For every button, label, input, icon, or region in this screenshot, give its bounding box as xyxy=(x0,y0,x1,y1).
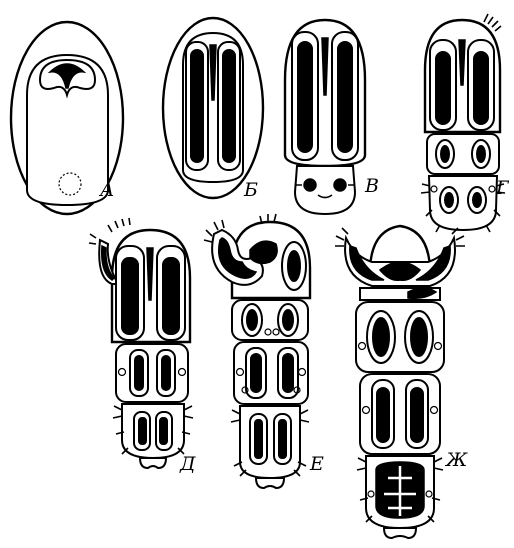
stage-zh-seg2-right xyxy=(411,318,427,356)
stage-b-left-band xyxy=(191,50,203,162)
stage-e-seg2-left xyxy=(247,310,257,330)
stage-g-seg2-right xyxy=(477,146,485,162)
stage-zh: Ж xyxy=(335,226,468,538)
stage-d-seg2-right xyxy=(162,356,170,390)
label-d: Д xyxy=(179,453,196,475)
stage-d-seg3-right xyxy=(160,418,167,444)
stage-zh-seg3-right xyxy=(411,388,423,442)
label-zh: Ж xyxy=(444,449,468,471)
stage-e-seg4-left xyxy=(255,420,262,458)
stage-v-tail-segment xyxy=(295,166,355,214)
stage-d-left-band xyxy=(122,258,138,334)
stage-v: В xyxy=(285,20,379,214)
stage-v-left-spot xyxy=(304,179,316,191)
stage-e-seg3-left xyxy=(251,354,261,392)
stage-d-tail-tip xyxy=(140,458,166,468)
stage-v-left-band xyxy=(298,42,312,152)
stage-d-segment-2 xyxy=(116,344,188,402)
label-b: Б xyxy=(243,179,258,201)
stage-b: Б xyxy=(163,18,263,201)
stage-v-right-band xyxy=(338,42,352,152)
stage-e-seg4-right xyxy=(279,420,286,458)
stage-d: Д xyxy=(89,218,196,475)
stage-a: А xyxy=(11,22,123,214)
stage-g-right-band xyxy=(474,52,488,124)
stage-d-segment-3 xyxy=(122,404,184,458)
stage-e: Е xyxy=(204,214,324,488)
stage-zh-tail-tip xyxy=(384,528,416,538)
stage-g-seg3-left xyxy=(445,193,453,207)
stage-e-seg2-right xyxy=(283,310,293,330)
stage-zh-seg2-left xyxy=(373,318,389,356)
stage-d-seg3-left xyxy=(139,418,146,444)
stage-e-seg3-right xyxy=(283,354,293,392)
stage-d-seg2-left xyxy=(135,356,143,390)
stage-zh-seg3-left xyxy=(377,388,389,442)
label-g: Г xyxy=(495,177,510,199)
label-e: Е xyxy=(309,453,324,475)
stage-g-seg3-right xyxy=(473,193,481,207)
stage-g-segment-3 xyxy=(429,176,497,230)
label-a: А xyxy=(98,179,114,201)
label-v: В xyxy=(364,175,379,197)
stage-d-right-band xyxy=(163,258,179,334)
stage-b-right-band xyxy=(223,50,235,162)
stage-v-right-spot xyxy=(334,179,346,191)
stage-g-seg2-left xyxy=(441,146,449,162)
stage-g: Г xyxy=(421,14,510,232)
stage-g-left-band xyxy=(436,52,450,124)
stage-e-tail-tip xyxy=(256,478,284,488)
stage-e-eye xyxy=(288,251,300,281)
